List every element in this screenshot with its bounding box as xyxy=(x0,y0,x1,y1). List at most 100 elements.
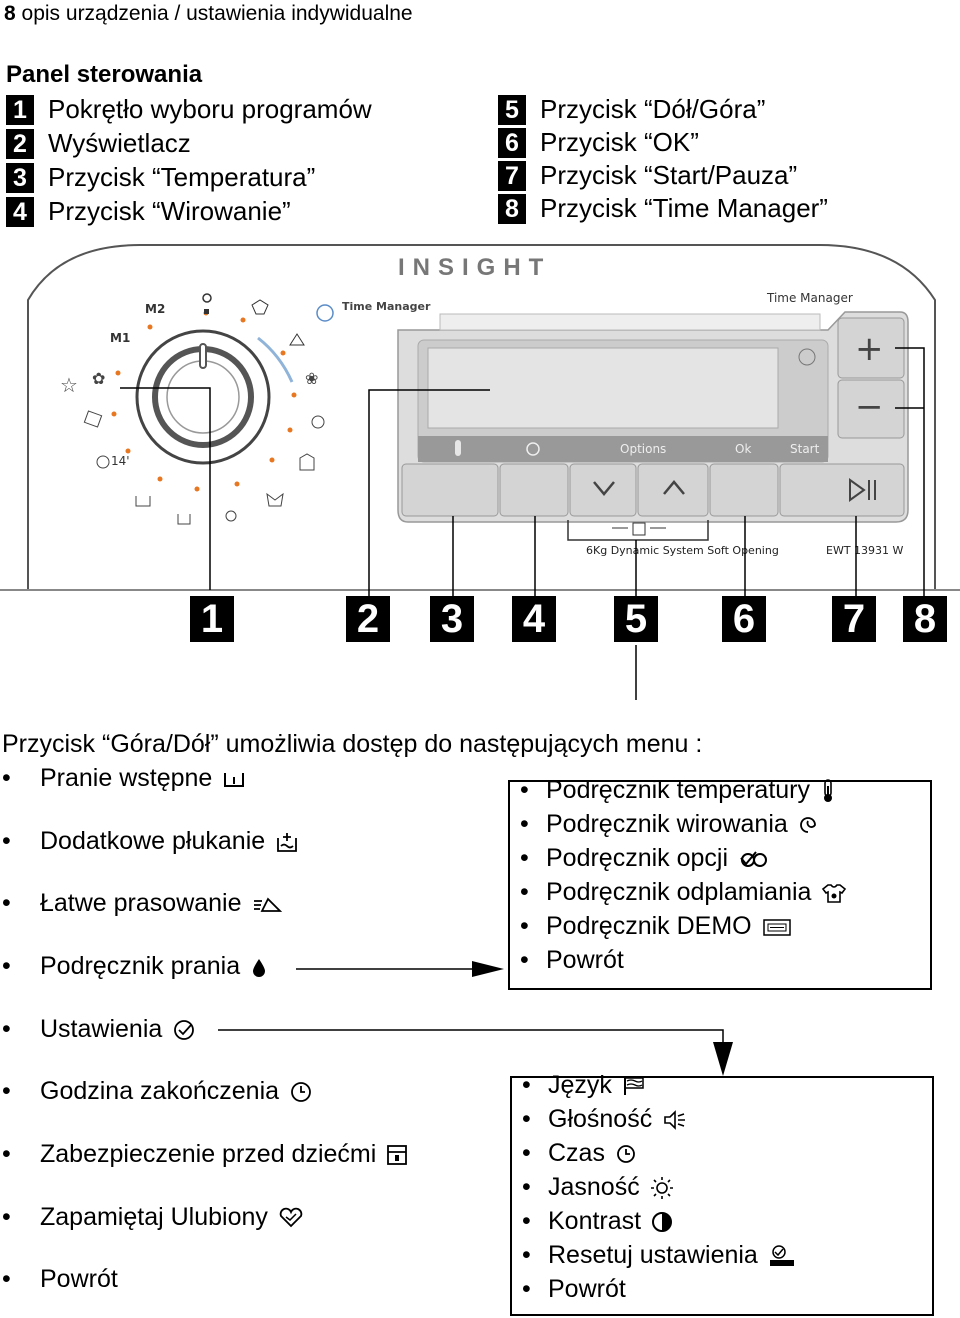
display-tm-icon xyxy=(798,348,816,366)
silk-icon: ❀ xyxy=(305,371,318,388)
legend-item-7: 7 Przycisk “Start/Pauza” xyxy=(498,160,797,191)
child-lock-panel-icon xyxy=(632,522,646,536)
legend-number: 5 xyxy=(498,94,526,125)
default-reset-icon xyxy=(768,1244,796,1268)
spin-icon xyxy=(798,815,818,835)
thermometer-icon xyxy=(820,778,836,804)
stain-shirt-icon xyxy=(821,882,847,904)
settings-menu-item: •Kontrast xyxy=(522,1207,673,1236)
section-title: opis urządzenia / ustawienia indywidualn… xyxy=(21,2,413,25)
settings-menu-label: Język xyxy=(548,1071,612,1099)
display-status-bar xyxy=(418,436,828,462)
main-menu-label: Dodatkowe płukanie xyxy=(40,827,266,855)
display-options-label: Options xyxy=(620,442,666,456)
dial-m1-label: M1 xyxy=(110,331,130,345)
guide-menu-item: •Podręcznik wirowania xyxy=(520,810,818,839)
drain-icon xyxy=(177,514,191,525)
callout-7: 7 xyxy=(832,596,876,642)
legend-item-6: 6 Przycisk “OK” xyxy=(498,127,699,158)
chevron-down-icon xyxy=(593,481,615,496)
legend-item-1: 1 Pokrętło wyboru programów xyxy=(6,94,372,125)
legend-item-3: 3 Przycisk “Temperatura” xyxy=(6,162,315,193)
prewash-icon xyxy=(222,769,246,789)
spin-button[interactable] xyxy=(499,463,569,517)
callout-leader-lines xyxy=(120,347,925,700)
butterfly-icon xyxy=(266,492,284,507)
legend-label: Pokrętło wyboru programów xyxy=(48,94,372,124)
guide-menu-item: •Podręcznik odplamiania xyxy=(520,878,847,907)
settings-menu-label: Głośność xyxy=(548,1105,653,1133)
display-ok-label: Ok xyxy=(735,442,751,456)
settings-menu-item: •Czas xyxy=(522,1139,637,1168)
settings-menu-item: •Resetuj ustawienia xyxy=(522,1241,796,1270)
legend-label: Przycisk “OK” xyxy=(540,127,699,157)
display-start-label: Start xyxy=(790,442,820,456)
demo-icon xyxy=(762,916,792,938)
settings-menu-item: •Język xyxy=(522,1071,646,1100)
main-menu-label: Zapamiętaj Ulubiony xyxy=(40,1203,268,1231)
legend-number: 1 xyxy=(6,94,34,125)
options-icon xyxy=(738,849,768,869)
main-menu-item: •Ustawienia xyxy=(2,1015,196,1044)
guide-menu-label: Powrót xyxy=(546,946,624,974)
guide-menu-label: Podręcznik opcji xyxy=(546,844,729,872)
legend-number: 3 xyxy=(6,162,34,193)
spin-program-icon xyxy=(225,510,237,522)
language-flag-icon xyxy=(622,1075,646,1097)
extra-rinse-icon xyxy=(275,830,299,854)
panel-title: Panel sterowania xyxy=(6,61,203,88)
main-menu-label: Ustawienia xyxy=(40,1015,163,1043)
main-menu-item: •Pranie wstępne xyxy=(2,764,246,793)
main-menu-item: •Podręcznik prania xyxy=(2,952,268,981)
display-thermometer-icon xyxy=(455,440,461,456)
main-menu-item: •Zapamiętaj Ulubiony xyxy=(2,1203,304,1232)
settings-menu-item: •Powrót xyxy=(522,1275,626,1303)
control-panel-illustration: INSIGHT M2 M1 14' ☆ ✿ ❀ Time Manager Tim… xyxy=(0,244,960,700)
guide-menu-label: Podręcznik DEMO xyxy=(546,912,752,940)
legend-item-2: 2 Wyświetlacz xyxy=(6,128,191,159)
synthetic-icon xyxy=(204,309,209,314)
down-button[interactable] xyxy=(569,463,637,517)
main-menu-label: Łatwe prasowanie xyxy=(40,889,242,917)
legend-label: Przycisk “Temperatura” xyxy=(48,162,316,192)
guide-menu-label: Podręcznik odplamiania xyxy=(546,878,812,906)
settings-menu-item: •Głośność xyxy=(522,1105,688,1134)
callout-8: 8 xyxy=(903,596,947,642)
main-menu-label: Pranie wstępne xyxy=(40,764,213,792)
main-menu-label: Powrót xyxy=(40,1265,118,1293)
up-button[interactable] xyxy=(637,463,709,517)
main-menu-item: •Powrót xyxy=(2,1265,118,1293)
page-header: 8 opis urządzenia / ustawienia indywidua… xyxy=(4,2,413,26)
quick-clock-icon xyxy=(96,455,110,469)
easy-iron-icon xyxy=(252,893,284,915)
legend-item-5: 5 Przycisk “Dół/Góra” xyxy=(498,94,765,125)
legend-number: 4 xyxy=(6,196,34,227)
main-menu-label: Zabezpieczenie przed dziećmi xyxy=(40,1140,377,1168)
play-pause-icon xyxy=(849,478,866,502)
plus-icon: + xyxy=(855,329,884,369)
settings-menu-label: Jasność xyxy=(548,1173,640,1201)
main-menu-item: •Godzina zakończenia xyxy=(2,1077,313,1106)
legend-item-8: 8 Przycisk “Time Manager” xyxy=(498,193,828,224)
jeans-icon xyxy=(83,410,103,428)
shirt-icon xyxy=(251,299,269,315)
callout-2: 2 xyxy=(346,596,390,642)
main-menu-label: Podręcznik prania xyxy=(40,952,241,980)
ok-button[interactable] xyxy=(709,463,779,517)
program-dial[interactable] xyxy=(135,329,271,465)
main-menu-item: •Dodatkowe płukanie xyxy=(2,827,299,856)
cotton-icon xyxy=(202,293,212,303)
guide-submenu-box xyxy=(508,780,932,990)
settings-menu-label: Resetuj ustawienia xyxy=(548,1241,758,1269)
settings-submenu-box xyxy=(510,1076,934,1316)
time-manager-minus-button[interactable] xyxy=(837,379,905,439)
legend-label: Przycisk “Wirowanie” xyxy=(48,196,291,226)
wool-icon xyxy=(311,415,325,429)
legend-label: Wyświetlacz xyxy=(48,128,191,158)
heart-icon xyxy=(278,1207,304,1229)
dial-m2-label: M2 xyxy=(145,302,165,316)
temperature-button[interactable] xyxy=(401,463,499,517)
settings-menu-item: •Jasność xyxy=(522,1173,674,1202)
start-pause-button[interactable] xyxy=(779,463,905,517)
